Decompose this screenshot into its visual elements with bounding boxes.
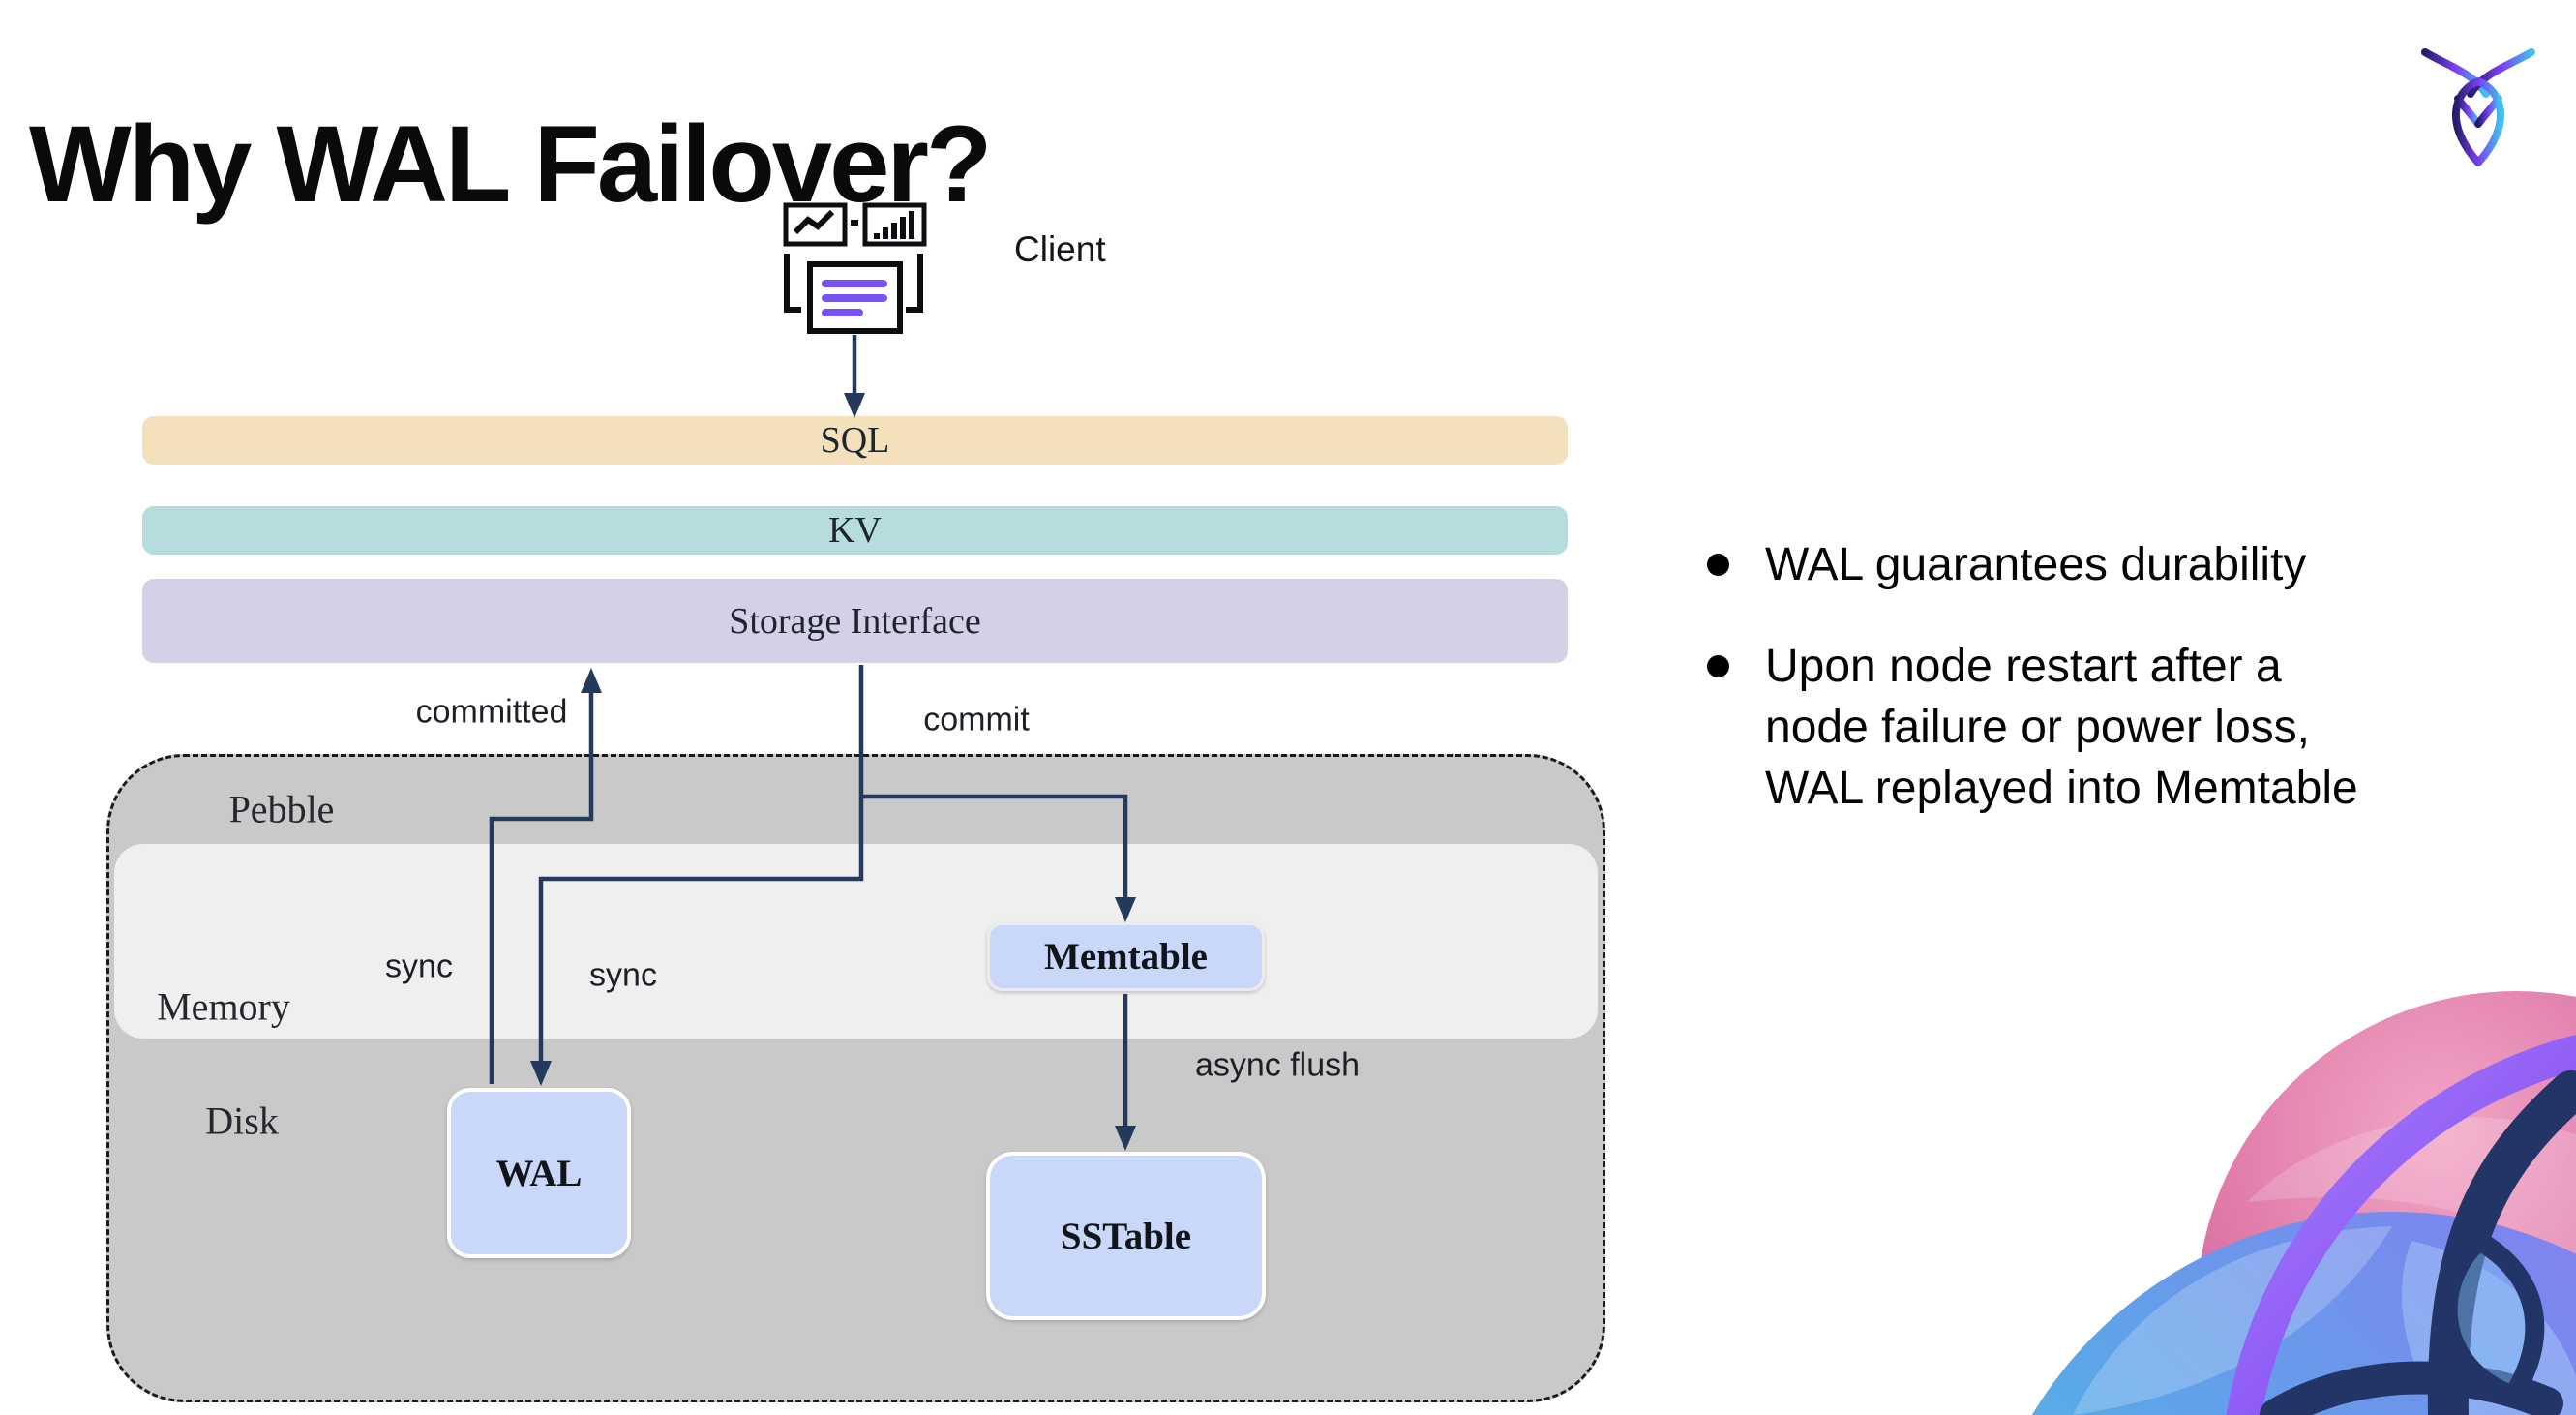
cockroachdb-logo-icon (2421, 48, 2535, 166)
wal-node-label: WAL (495, 1152, 583, 1194)
sync-right-label: sync (589, 956, 657, 994)
sstable-node-label: SSTable (1060, 1215, 1192, 1257)
pebble-label: Pebble (228, 787, 335, 831)
memory-label: Memory (157, 984, 290, 1029)
bullet-item: WAL guarantees durability (1705, 534, 2388, 595)
wal-node: WAL (447, 1088, 631, 1258)
memtable-node: Memtable (987, 922, 1265, 991)
decorative-corner-art (2031, 991, 2576, 1415)
sync-left-label: sync (385, 948, 453, 985)
layer-sql: SQL (142, 416, 1568, 465)
layer-storage-interface: Storage Interface (142, 579, 1568, 663)
layer-kv: KV (142, 506, 1568, 555)
commit-label: commit (923, 701, 1030, 738)
sstable-node: SSTable (986, 1152, 1266, 1320)
bullet-item: Upon node restart after a node failure o… (1705, 636, 2388, 819)
committed-label: committed (415, 693, 568, 731)
layer-storage-label: Storage Interface (729, 600, 981, 642)
client-label: Client (1014, 229, 1106, 269)
disk-label: Disk (205, 1099, 279, 1143)
memory-band (114, 844, 1598, 1039)
layer-kv-label: KV (828, 510, 882, 551)
memtable-node-label: Memtable (1044, 936, 1208, 978)
layer-sql-label: SQL (820, 420, 890, 461)
bullet-list: WAL guarantees durability Upon node rest… (1705, 534, 2388, 859)
client-icon (783, 202, 927, 334)
async-flush-label: async flush (1194, 1046, 1361, 1084)
